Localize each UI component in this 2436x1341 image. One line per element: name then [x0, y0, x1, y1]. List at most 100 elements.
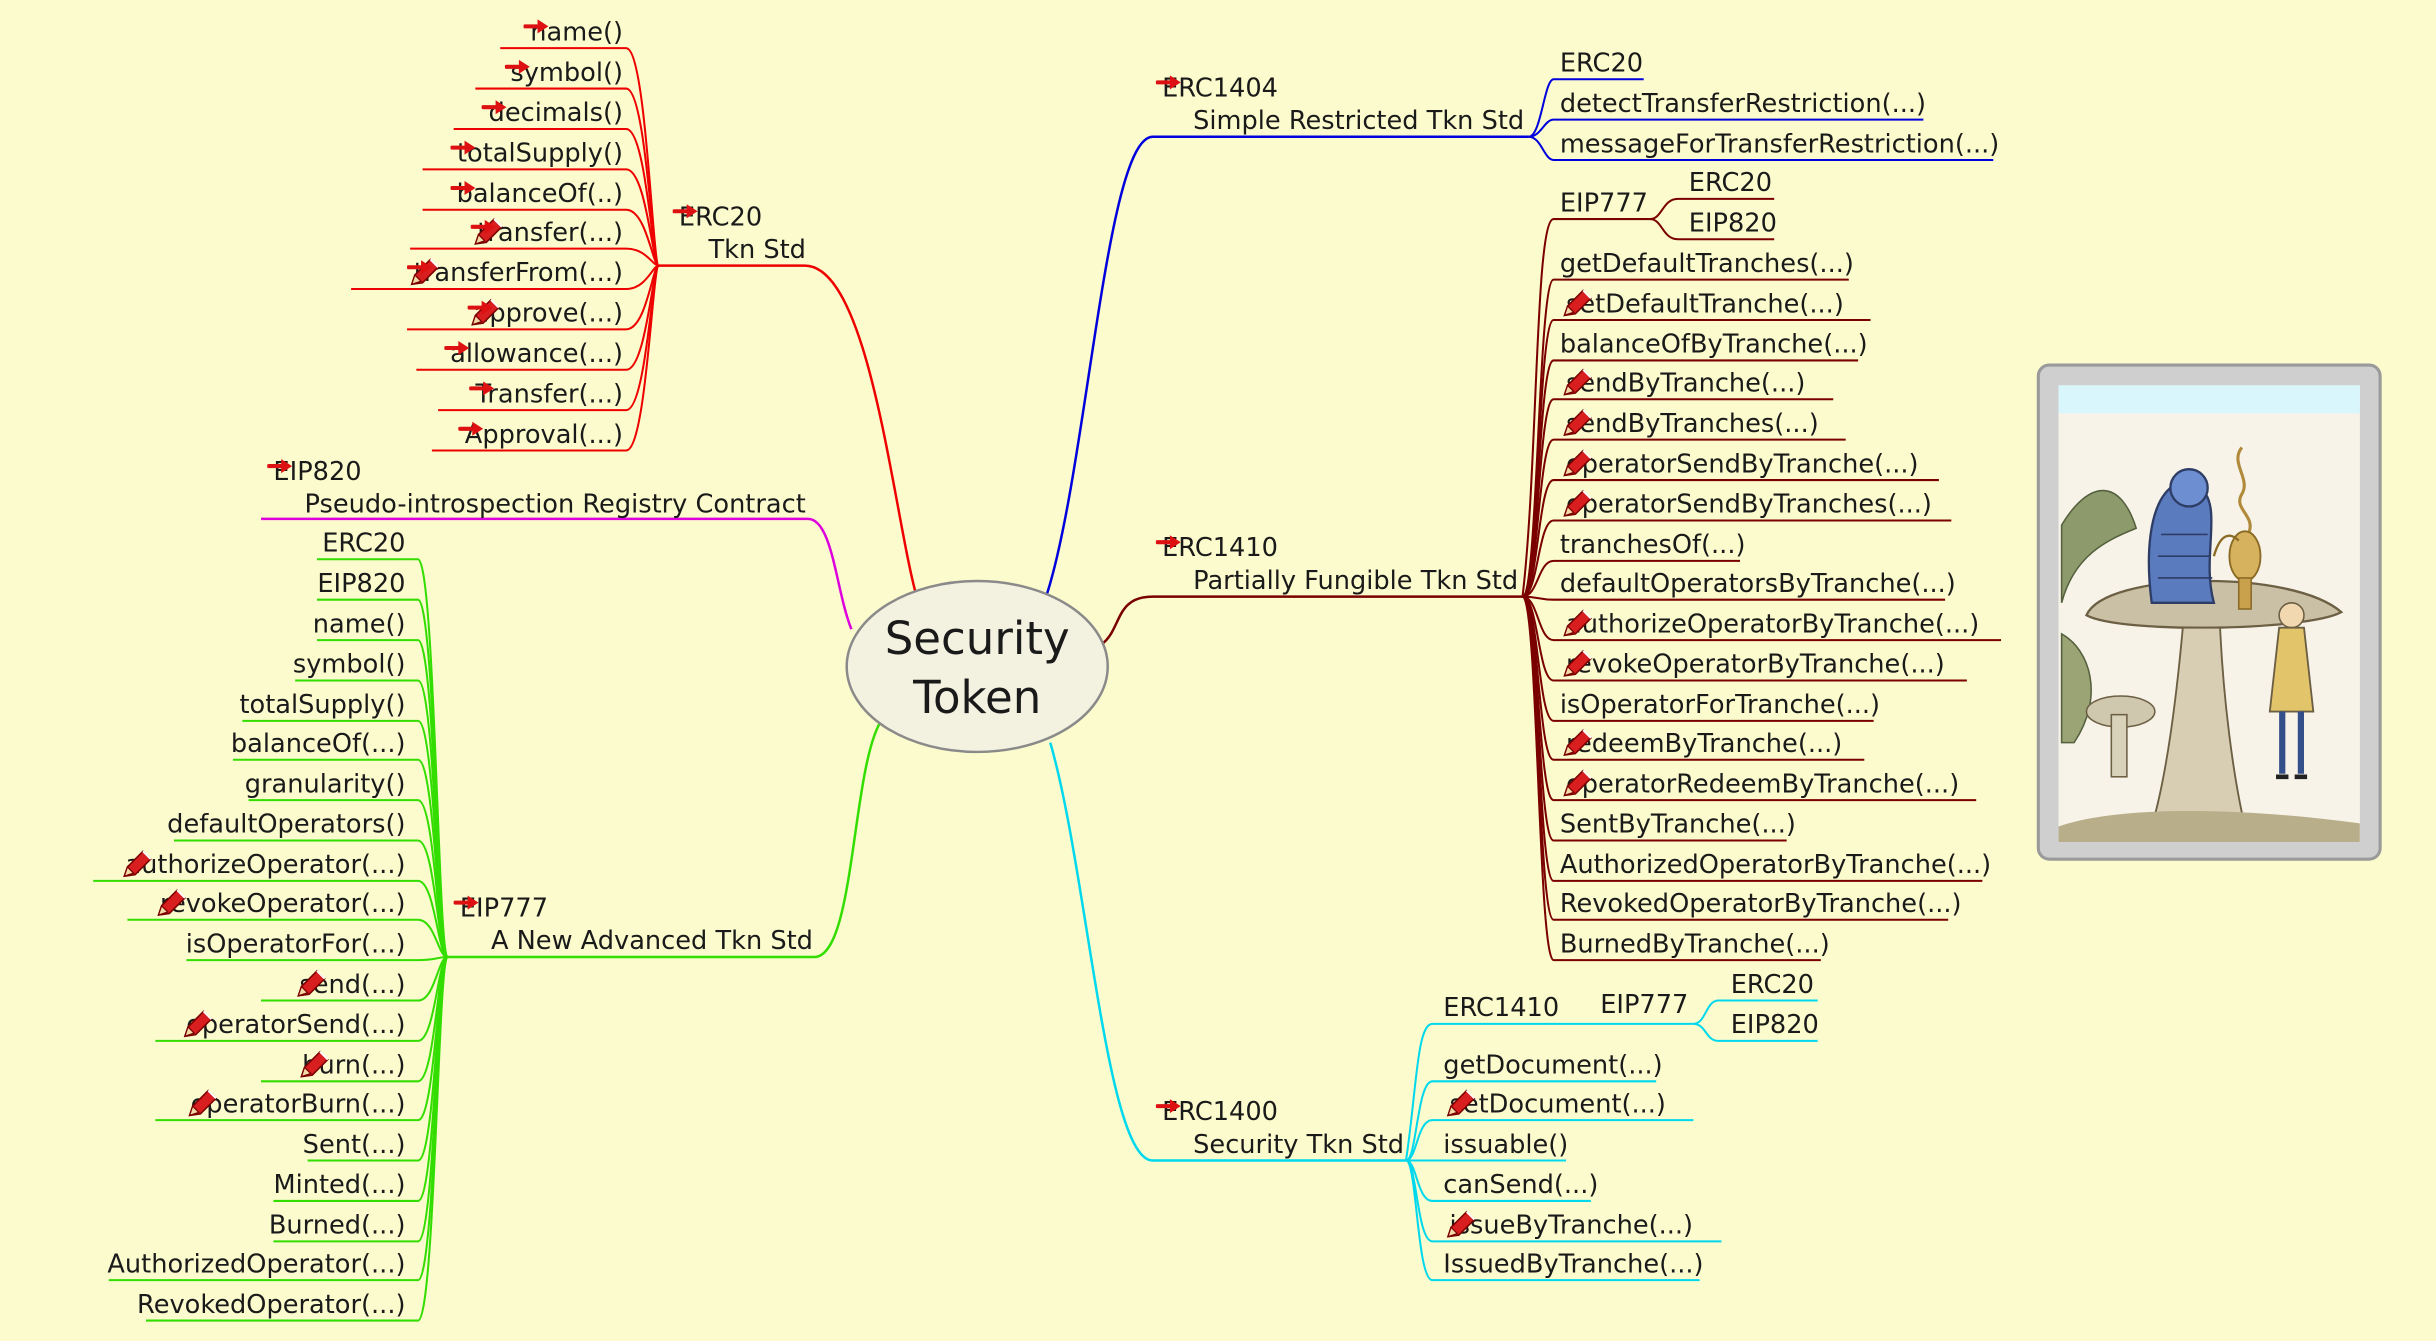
erc1410-item-11[interactable]: isOperatorForTranche(...) [1560, 690, 1880, 721]
erc1410-item-13[interactable]: operatorRedeemByTranche(...) [1560, 769, 1959, 800]
erc1404-subtitle[interactable]: Simple Restricted Tkn Std [1193, 106, 1524, 137]
erc1404-item-0[interactable]: ERC20 [1560, 48, 1643, 79]
erc1400-eip777-child-0[interactable]: ERC20 [1731, 969, 1814, 1000]
eip777-item-5[interactable]: balanceOf(...) [231, 729, 406, 760]
erc1400-erc1410[interactable]: ERC1410 [1443, 993, 1559, 1024]
central-topic-line1: Security [884, 612, 1070, 665]
erc20-item-9[interactable]: Transfer(...) [469, 379, 623, 410]
erc1410-item-2[interactable]: balanceOfByTranche(...) [1560, 329, 1868, 360]
erc1410-eip777-child-1[interactable]: EIP820 [1689, 208, 1777, 239]
arrow-icon [267, 459, 293, 474]
erc1404-title[interactable]: ERC1404 [1155, 73, 1278, 104]
erc1410-item-0[interactable]: getDefaultTranches(...) [1560, 249, 1854, 280]
arrow-icon [1155, 75, 1181, 90]
erc1400-item-2[interactable]: issuable() [1443, 1129, 1568, 1160]
erc1410-item-3[interactable]: sendByTranche(...) [1560, 368, 1806, 399]
erc1410-item-10[interactable]: revokeOperatorByTranche(...) [1560, 649, 1945, 680]
erc20-item-6[interactable]: transferFrom(...) [407, 258, 623, 289]
erc1400-item-3[interactable]: canSend(...) [1443, 1170, 1598, 1201]
node-text: Transfer(...) [475, 379, 623, 409]
erc20-item-8[interactable]: allowance(...) [443, 339, 623, 370]
central-topic-ellipse[interactable] [845, 579, 1109, 754]
eip777-item-17[interactable]: Burned(...) [269, 1210, 406, 1241]
erc1410-item-14[interactable]: SentByTranche(...) [1560, 809, 1796, 840]
eip777-item-11[interactable]: send(...) [293, 969, 405, 1000]
eip777-item-19[interactable]: RevokedOperator(...) [137, 1289, 405, 1320]
eip777-item-16[interactable]: Minted(...) [273, 1170, 405, 1201]
eip777-item-2[interactable]: name() [313, 609, 406, 640]
erc1400-item-5[interactable]: IssuedByTranche(...) [1443, 1249, 1703, 1280]
erc1400-item-connector [1405, 1119, 1694, 1162]
node-text: authorizeOperator(...) [125, 849, 406, 880]
erc1400-subtitle[interactable]: Security Tkn Std [1193, 1129, 1404, 1160]
erc1400-item-1[interactable]: setDocument(...) [1443, 1089, 1666, 1120]
erc20-item-4[interactable]: balanceOf(..) [450, 179, 623, 210]
eip777-item-8[interactable]: authorizeOperator(...) [119, 850, 405, 881]
erc1400-item-4[interactable]: issueByTranche(...) [1443, 1210, 1693, 1241]
node-text: revokeOperator(...) [159, 888, 406, 919]
eip777-item-1[interactable]: EIP820 [317, 569, 405, 600]
erc20-item-0[interactable]: name() [524, 17, 623, 48]
node-text: BurnedByTranche(...) [1559, 929, 1830, 959]
erc1410-title[interactable]: ERC1410 [1155, 533, 1278, 564]
erc20-item-10[interactable]: Approval(...) [458, 419, 623, 450]
erc1410-item-1[interactable]: setDefaultTranche(...) [1560, 289, 1844, 320]
eip777-subtitle[interactable]: A New Advanced Tkn Std [491, 926, 813, 957]
erc1410-eip777-child-connector [1649, 218, 1775, 241]
node-text: getDocument(...) [1443, 1050, 1663, 1080]
pencil-icon [1563, 489, 1592, 517]
erc20-item-1[interactable]: symbol() [504, 57, 623, 88]
eip777-item-7[interactable]: defaultOperators() [167, 809, 405, 840]
eip777-item-4[interactable]: totalSupply() [239, 690, 405, 721]
erc20-subtitle[interactable]: Tkn Std [708, 235, 806, 266]
eip777-item-9[interactable]: revokeOperator(...) [154, 888, 406, 920]
erc1400-title[interactable]: ERC1400 [1155, 1097, 1278, 1128]
erc20-item-3[interactable]: totalSupply() [450, 138, 623, 169]
erc1410-item-5[interactable]: operatorSendByTranche(...) [1560, 449, 1919, 480]
central-topic[interactable]: Security Token [847, 609, 1108, 727]
erc1410-item-17[interactable]: BurnedByTranche(...) [1560, 929, 1830, 960]
erc1410-item-12[interactable]: redeemByTranche(...) [1560, 729, 1842, 760]
erc1410-eip777-child-0[interactable]: ERC20 [1689, 168, 1772, 199]
node-text: operatorSend(...) [186, 1009, 406, 1040]
erc1410-eip777[interactable]: EIP777 [1560, 188, 1648, 219]
node-text: sendByTranche(...) [1566, 368, 1806, 398]
erc1410-item-4[interactable]: sendByTranches(...) [1560, 409, 1819, 440]
eip777-title[interactable]: EIP777 [453, 893, 548, 924]
eip777-item-15[interactable]: Sent(...) [303, 1129, 406, 1160]
erc1410-item-7[interactable]: tranchesOf(...) [1560, 530, 1746, 561]
erc1400-eip777[interactable]: EIP777 [1600, 990, 1688, 1021]
erc1400-eip777-child-1[interactable]: EIP820 [1731, 1010, 1819, 1041]
node-text: AuthorizedOperatorByTranche(...) [1559, 849, 1992, 880]
erc20-item-2[interactable]: decimals() [482, 98, 623, 129]
node-text: operatorSendByTranche(...) [1566, 448, 1919, 479]
erc20-item-7[interactable]: approve(...) [467, 298, 623, 329]
erc1404-item-1[interactable]: detectTransferRestriction(...) [1560, 89, 1926, 120]
eip777-item-10[interactable]: isOperatorFor(...) [186, 929, 406, 960]
eip777-item-13[interactable]: burn(...) [296, 1050, 405, 1081]
eip777-item-3[interactable]: symbol() [293, 649, 406, 680]
node-text: isOperatorForTranche(...) [1559, 689, 1881, 720]
node-text: symbol() [510, 57, 623, 88]
erc20-item-5[interactable]: transfer(...) [471, 218, 623, 249]
eip777-item-6[interactable]: granularity() [245, 769, 406, 800]
node-text: setDocument(...) [1449, 1089, 1666, 1119]
caterpillar-illustration [2058, 446, 2360, 843]
eip777-item-14[interactable]: operatorBurn(...) [184, 1089, 405, 1120]
erc1404-item-2[interactable]: messageForTransferRestriction(...) [1560, 129, 1999, 160]
eip777-item-18[interactable]: AuthorizedOperator(...) [107, 1249, 405, 1280]
erc1400-item-0[interactable]: getDocument(...) [1443, 1050, 1662, 1081]
erc1410-item-8[interactable]: defaultOperatorsByTranche(...) [1560, 569, 1956, 600]
erc1410-item-16[interactable]: RevokedOperatorByTranche(...) [1560, 889, 1962, 920]
erc1410-item-15[interactable]: AuthorizedOperatorByTranche(...) [1560, 850, 1991, 881]
eip777-item-0[interactable]: ERC20 [322, 528, 405, 559]
pencil-icon [1563, 729, 1592, 757]
eip820-title[interactable]: EIP820 [267, 457, 362, 488]
eip820-subtitle[interactable]: Pseudo-introspection Registry Contract [305, 489, 806, 520]
erc1410-item-9[interactable]: authorizeOperatorByTranche(...) [1560, 609, 1979, 640]
illustration [2058, 385, 2360, 843]
eip777-item-12[interactable]: operatorSend(...) [180, 1010, 405, 1041]
erc1410-item-6[interactable]: operatorSendByTranches(...) [1560, 489, 1932, 520]
erc20-title[interactable]: ERC20 [672, 202, 762, 233]
erc1410-subtitle[interactable]: Partially Fungible Tkn Std [1193, 566, 1518, 597]
